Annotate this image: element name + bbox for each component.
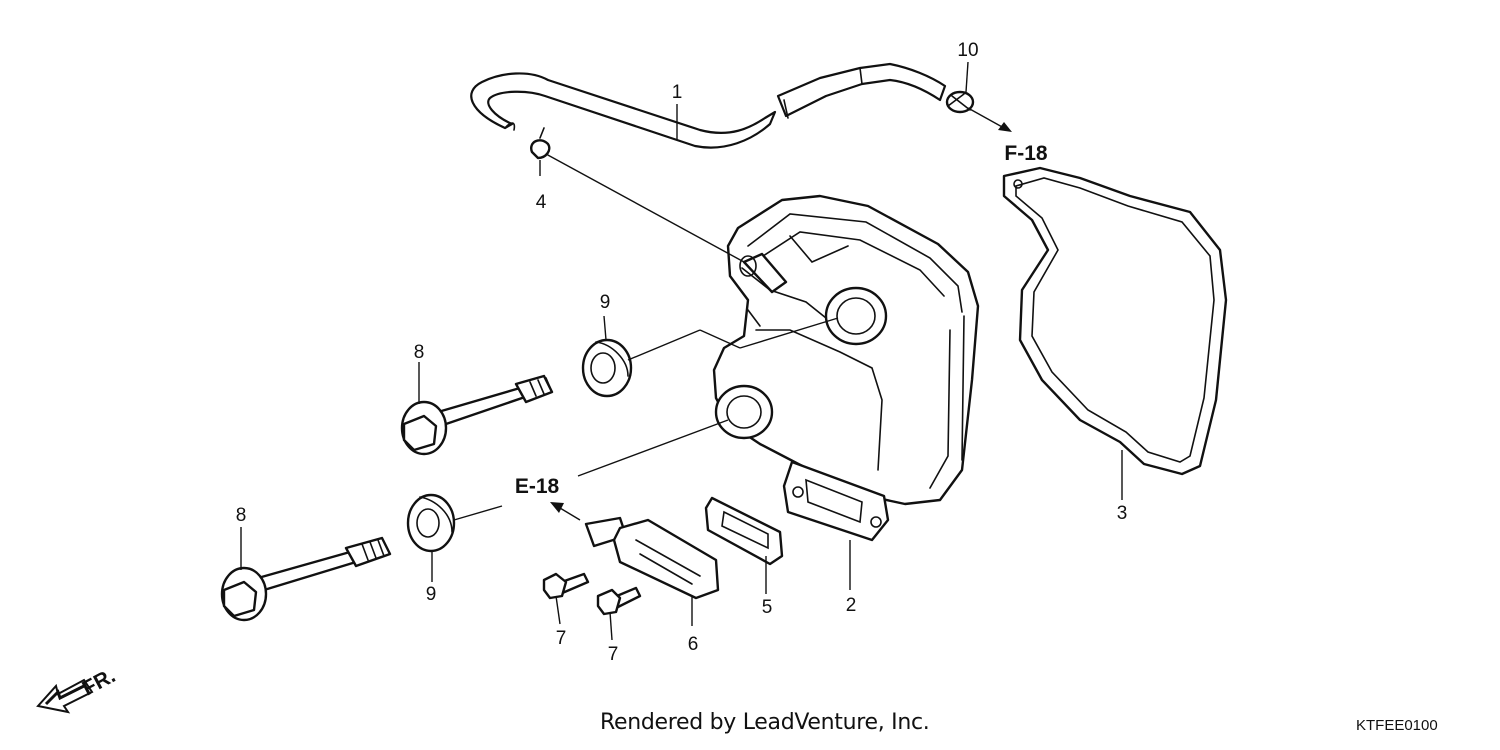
callout-9-lower: 9 (426, 584, 437, 605)
tube-clip (530, 127, 551, 160)
callout-7-b: 7 (608, 644, 619, 665)
seal-washer-upper (581, 338, 633, 398)
callout-1: 1 (672, 82, 683, 103)
head-cover-gasket (1002, 166, 1228, 476)
diagram-code: KTFEE0100 (1356, 717, 1438, 734)
screw-b (596, 586, 642, 616)
render-credit: Rendered by LeadVenture, Inc. (600, 710, 930, 735)
seal-washer-lower (406, 493, 456, 553)
plate-gasket (704, 496, 784, 566)
leader-lines (240, 61, 1123, 641)
callout-7-a: 7 (556, 628, 567, 649)
callout-8-lower: 8 (236, 505, 247, 526)
cylinder-head-cover (712, 194, 980, 542)
callout-10: 10 (957, 40, 978, 61)
flange-bolt-upper (400, 374, 554, 456)
ref-e18: E-18 (515, 475, 560, 498)
front-direction-arrow (36, 678, 94, 714)
callout-4: 4 (536, 192, 547, 213)
callout-3: 3 (1117, 503, 1128, 524)
flange-bolt-lower (220, 536, 392, 622)
screw-a (542, 572, 590, 600)
callout-5: 5 (762, 597, 773, 618)
callout-6: 6 (688, 634, 699, 655)
breather-hose (470, 62, 947, 149)
breather-plate (584, 516, 720, 600)
callout-9-upper: 9 (600, 292, 611, 313)
callout-2: 2 (846, 595, 857, 616)
callout-8-upper: 8 (414, 342, 425, 363)
ref-f18: F-18 (1004, 142, 1048, 165)
hose-clamp (945, 90, 975, 114)
